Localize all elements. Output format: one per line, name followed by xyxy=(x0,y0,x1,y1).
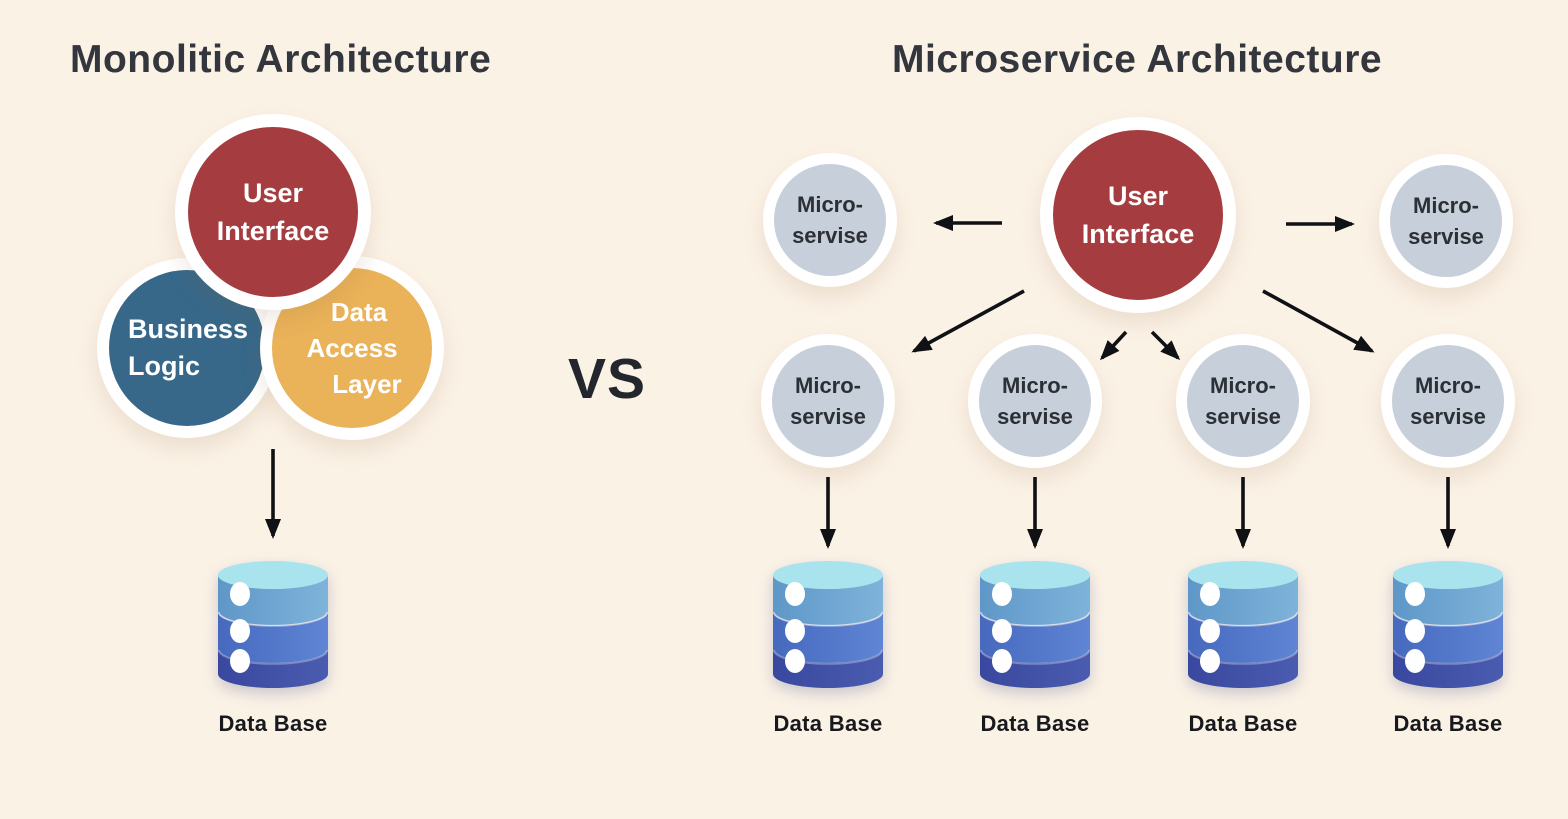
monolithic-title: Monolitic Architecture xyxy=(70,38,492,81)
circle-label-line: servise xyxy=(792,223,868,248)
microservice-circle-1: Micro- servise xyxy=(761,334,895,468)
ms-user-interface-circle: User Interface xyxy=(1040,117,1236,313)
microservice-circle-4: Micro- servise xyxy=(1381,334,1515,468)
arrow-ui-to-microservice-4 xyxy=(1262,289,1375,353)
circle-label-line: Micro- xyxy=(1413,193,1479,218)
circle-label-line: Micro- xyxy=(795,373,861,398)
circle-label-line: Interface xyxy=(1081,219,1195,249)
circle-label-line: User xyxy=(242,178,304,208)
database-label: Data Base xyxy=(773,711,883,736)
arrow-ui-to-microservice-3 xyxy=(1150,330,1181,361)
database-label: Data Base xyxy=(980,711,1090,736)
circle-label-line: Micro- xyxy=(1415,373,1481,398)
database-label: Data Base xyxy=(218,711,328,736)
arrow-ui-to-microservice-2 xyxy=(1099,330,1128,361)
database-icon xyxy=(217,558,329,690)
database-icon xyxy=(1392,558,1504,690)
database-icon xyxy=(772,558,884,690)
circle-label-line: Micro- xyxy=(1210,373,1276,398)
microservice-circle-top-right: Micro- servise xyxy=(1379,154,1513,288)
microservice-title: Microservice Architecture xyxy=(892,38,1383,81)
database-label: Data Base xyxy=(1188,711,1298,736)
circle-label-line: User xyxy=(1107,181,1169,211)
circle-label-line: Micro- xyxy=(797,192,863,217)
circle-label-line: Access xyxy=(306,333,398,363)
database-icon xyxy=(979,558,1091,690)
circle-label-line: Logic xyxy=(128,351,200,381)
versus-label: VS xyxy=(567,347,647,411)
microservice-circle-3: Micro- servise xyxy=(1176,334,1310,468)
circle-label-line: Data xyxy=(330,297,388,327)
circle-label-line: Layer xyxy=(332,369,402,399)
mono-user-interface-circle: User Interface xyxy=(175,114,371,310)
circle-label-line: Interface xyxy=(216,216,330,246)
circle-label-line: Business xyxy=(128,314,249,344)
circle-label-line: servise xyxy=(1205,404,1281,429)
microservice-circle-top-left: Micro- servise xyxy=(763,153,897,287)
circle-label-line: Micro- xyxy=(1002,373,1068,398)
database-icon xyxy=(1187,558,1299,690)
circle-label-line: servise xyxy=(997,404,1073,429)
circle-label-line: servise xyxy=(1410,404,1486,429)
circle-label-line: servise xyxy=(1408,224,1484,249)
database-label: Data Base xyxy=(1393,711,1503,736)
circle-label-line: servise xyxy=(790,404,866,429)
microservice-circle-2: Micro- servise xyxy=(968,334,1102,468)
